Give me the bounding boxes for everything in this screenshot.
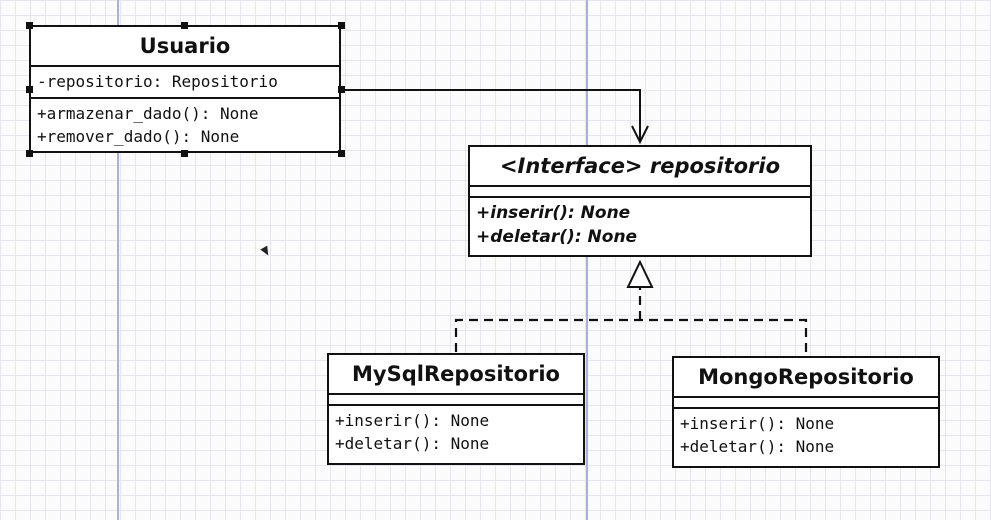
class-usuario-attributes: -repositorio: Repositorio: [31, 67, 339, 99]
selection-handle[interactable]: [338, 86, 345, 93]
class-usuario-operations: +armazenar_dado(): None +remover_dado():…: [31, 99, 339, 151]
operation-row: +inserir(): None: [335, 411, 490, 430]
guide-line-right: [586, 0, 588, 520]
class-usuario-title: Usuario: [31, 27, 339, 67]
operation-row: +deletar(): None: [335, 434, 490, 453]
class-mongo-attributes: [674, 398, 938, 409]
interface-title: <Interface> repositorio: [470, 147, 810, 187]
operation-row: +deletar(): None: [680, 437, 835, 456]
class-mongo-title: MongoRepositorio: [674, 358, 938, 398]
selection-handle[interactable]: [26, 22, 33, 29]
interface-repositorio[interactable]: <Interface> repositorio +inserir(): None…: [468, 145, 812, 257]
interface-operations: +inserir(): None +deletar(): None: [470, 198, 810, 252]
class-mysqlrepositorio[interactable]: MySqlRepositorio +inserir(): None +delet…: [327, 353, 585, 465]
operation-row: +deletar(): None: [476, 227, 638, 247]
attribute-row: -repositorio: Repositorio: [37, 72, 278, 91]
selection-handle[interactable]: [181, 22, 188, 29]
class-mysql-title: MySqlRepositorio: [329, 355, 583, 395]
operation-row: +inserir(): None: [680, 414, 835, 433]
selection-handle[interactable]: [338, 150, 345, 157]
realization-arrowhead: [626, 259, 654, 288]
operation-row: +remover_dado(): None: [37, 127, 240, 146]
selection-handle[interactable]: [181, 150, 188, 157]
association-line: [341, 89, 641, 140]
selection-handle[interactable]: [26, 86, 33, 93]
class-usuario[interactable]: Usuario -repositorio: Repositorio +armaz…: [29, 25, 341, 153]
class-mysql-operations: +inserir(): None +deletar(): None: [329, 406, 583, 458]
interface-attributes: [470, 187, 810, 198]
guide-line-left: [117, 0, 119, 520]
class-mongorepositorio[interactable]: MongoRepositorio +inserir(): None +delet…: [672, 356, 940, 468]
realization-line: [454, 288, 808, 356]
association-arrowhead: [631, 125, 649, 145]
selection-handle[interactable]: [338, 22, 345, 29]
class-mongo-operations: +inserir(): None +deletar(): None: [674, 409, 938, 461]
operation-row: +armazenar_dado(): None: [37, 104, 259, 123]
class-mysql-attributes: [329, 395, 583, 406]
operation-row: +inserir(): None: [476, 203, 631, 223]
selection-handle[interactable]: [26, 150, 33, 157]
